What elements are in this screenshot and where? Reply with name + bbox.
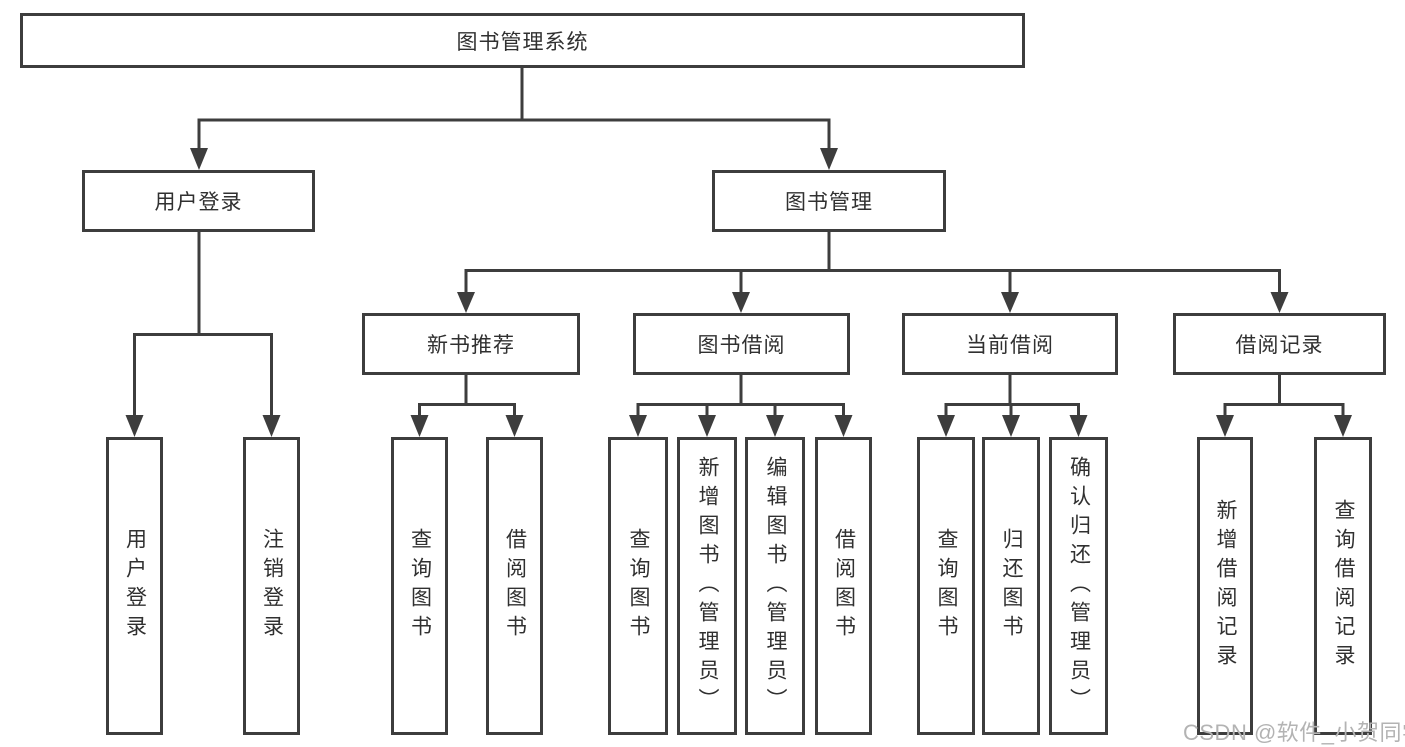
node-edit-books-admin: 编辑图书（管理员） (745, 437, 805, 735)
node-add-books-admin: 新增图书（管理员） (677, 437, 737, 735)
connector-user-login-children (133, 232, 273, 418)
node-add-books-admin-label: 新增图书（管理员） (696, 455, 719, 717)
node-borrowing-records-label: 借阅记录 (1235, 334, 1324, 357)
node-query-books-3: 查询图书 (917, 437, 975, 735)
node-login-label: 用户登录 (123, 528, 147, 644)
node-book-management: 图书管理 (712, 170, 946, 232)
node-query-borrow-record-label: 查询借阅记录 (1332, 499, 1355, 673)
connector-root-to-level2 (197, 68, 831, 151)
node-logout: 注销登录 (243, 437, 300, 735)
node-return-books: 归还图书 (982, 437, 1040, 735)
node-borrow-books-2-label: 借阅图书 (832, 528, 856, 644)
connector-book-management-children (464, 232, 1281, 295)
arrowhead-user-login (190, 148, 208, 170)
node-new-book-recommend: 新书推荐 (362, 313, 580, 375)
node-borrow-books-1-label: 借阅图书 (503, 528, 527, 644)
node-confirm-return-admin: 确认归还（管理员） (1049, 437, 1108, 735)
connector-borrowing-records-children (1223, 375, 1345, 418)
node-query-books-2: 查询图书 (608, 437, 668, 735)
node-confirm-return-admin-label: 确认归还（管理员） (1067, 455, 1091, 717)
node-edit-books-admin-label: 编辑图书（管理员） (764, 455, 787, 717)
arrowhead-logout (262, 415, 281, 437)
arrowhead-query-books-2 (629, 415, 647, 437)
node-book-management-label: 图书管理 (785, 191, 873, 214)
arrowhead-borrow-books-2 (834, 415, 853, 437)
node-current-borrowing-label: 当前借阅 (966, 334, 1054, 357)
arrowhead-new-book-recommend (457, 292, 475, 313)
connector-current-borrowing-children (944, 375, 1080, 418)
arrowhead-add-books-admin (698, 415, 716, 437)
arrowhead-book-management (820, 148, 838, 170)
node-return-books-label: 归还图书 (1000, 528, 1023, 644)
arrowhead-confirm-return-admin (1069, 415, 1088, 437)
node-query-books-2-label: 查询图书 (627, 528, 650, 644)
arrowhead-book-borrowing (732, 292, 750, 313)
node-book-borrowing: 图书借阅 (633, 313, 850, 375)
node-borrow-books-1: 借阅图书 (486, 437, 543, 735)
node-add-borrow-record-label: 新增借阅记录 (1214, 499, 1237, 673)
arrowhead-borrow-books-1 (505, 415, 524, 437)
arrowhead-query-books-3 (937, 415, 955, 437)
arrowhead-add-borrow-record (1216, 415, 1234, 437)
arrowhead-query-borrow-record (1334, 415, 1352, 437)
node-book-borrowing-label: 图书借阅 (697, 334, 786, 357)
arrowhead-borrowing-records (1270, 292, 1289, 313)
node-query-books-3-label: 查询图书 (935, 528, 958, 644)
node-borrowing-records: 借阅记录 (1173, 313, 1386, 375)
connector-new-book-recommend-children (418, 375, 516, 418)
arrowhead-query-books-1 (410, 415, 429, 437)
node-user-login-label: 用户登录 (154, 191, 243, 214)
node-logout-label: 注销登录 (260, 528, 284, 644)
node-borrow-books-2: 借阅图书 (815, 437, 872, 735)
connector-book-borrowing-children (636, 375, 845, 418)
node-root-label: 图书管理系统 (456, 30, 589, 54)
node-new-book-recommend-label: 新书推荐 (427, 334, 515, 357)
node-user-login: 用户登录 (82, 170, 315, 232)
arrowhead-return-books (1002, 415, 1020, 437)
watermark: CSDN @软件_小贺同学 (1183, 720, 1405, 745)
node-query-borrow-record: 查询借阅记录 (1314, 437, 1372, 735)
arrowhead-edit-books-admin (766, 415, 784, 437)
node-root: 图书管理系统 (20, 13, 1025, 68)
node-query-books-1-label: 查询图书 (408, 528, 432, 644)
arrowhead-current-borrowing (1001, 292, 1019, 313)
node-login: 用户登录 (106, 437, 163, 735)
arrowhead-login (125, 415, 144, 437)
node-query-books-1: 查询图书 (391, 437, 448, 735)
node-add-borrow-record: 新增借阅记录 (1197, 437, 1253, 735)
node-current-borrowing: 当前借阅 (902, 313, 1118, 375)
